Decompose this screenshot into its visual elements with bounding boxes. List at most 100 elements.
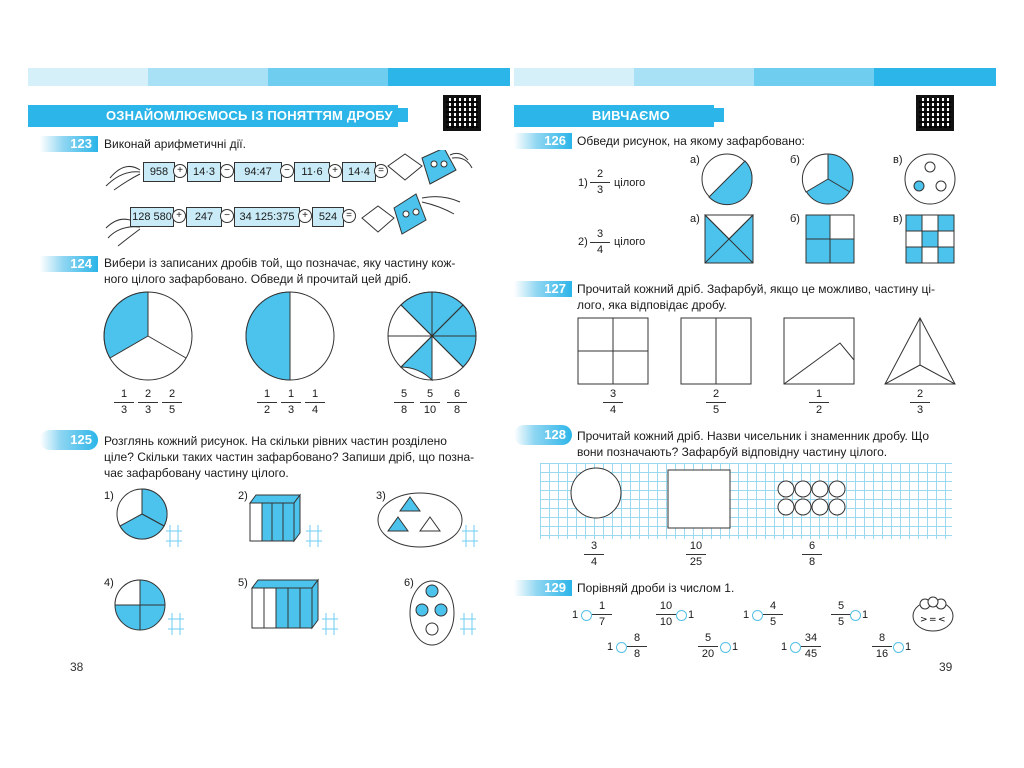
chain-value: 14·4 — [342, 162, 376, 182]
task-number-127: 127 — [514, 281, 572, 297]
chain-value: 524 — [312, 207, 344, 227]
chain-value: 34 125:375 — [234, 207, 300, 227]
compare-circle[interactable] — [790, 642, 801, 653]
fraction-word: цілого — [614, 236, 646, 248]
top-stripe — [388, 68, 510, 86]
top-stripe — [754, 68, 874, 86]
task-123-text: Виконай арифметичні дії. — [104, 137, 246, 151]
option-label: в) — [893, 154, 903, 166]
svg-text:<: < — [938, 615, 946, 625]
option-label: в) — [893, 213, 903, 225]
svg-text:>: > — [920, 615, 928, 625]
section-header-right: ВИВЧАЄМО ДРОБИ — [514, 105, 714, 145]
task-125-text-line3: чає зафарбовану частину цілого. — [104, 466, 289, 480]
compare-circle[interactable] — [850, 610, 861, 621]
header-end — [398, 108, 408, 122]
section-header-left: ОЗНАЙОМЛЮЄМОСЬ ІЗ ПОНЯТТЯМ ДРОБУ — [28, 105, 398, 127]
task-128-text-line2: вони позначають? Зафарбуй відповідну час… — [577, 445, 888, 459]
task-126-text: Обведи рисунок, на якому зафарбовано: — [577, 134, 805, 148]
figure-label: 2) — [238, 490, 248, 502]
task-127-figures — [577, 316, 956, 385]
task-128-figures — [570, 467, 846, 529]
compare-number: 1 — [607, 641, 614, 653]
compare-number: 1 — [743, 609, 750, 621]
task-125-text-line2: ціле? Скільки таких частин зафарбовано? … — [104, 450, 475, 464]
chain-value: 14·3 — [187, 162, 221, 182]
task-129-text: Порівняй дроби із числом 1. — [577, 581, 735, 595]
chain-value: 958 — [143, 162, 175, 182]
task-123-chains — [105, 150, 473, 247]
figure-label: 3) — [376, 490, 386, 502]
compare-number: 1 — [572, 609, 579, 621]
compare-circle[interactable] — [752, 610, 763, 621]
figure-label: 6) — [404, 577, 414, 589]
option-label: б) — [790, 213, 800, 225]
item-label: 1) — [578, 177, 588, 189]
task-number-128: 128 — [514, 425, 572, 445]
page-number-right: 39 — [939, 660, 953, 674]
qr-code-icon — [443, 95, 481, 131]
figure-label: 4) — [104, 577, 114, 589]
operator-circle: + — [328, 164, 342, 178]
task-127-text-line1: Прочитай кожний дріб. Зафарбуй, якщо це … — [577, 282, 936, 296]
compare-circle[interactable] — [893, 642, 904, 653]
task-number-123: 123 — [40, 136, 98, 152]
operator-circle: + — [172, 209, 186, 223]
compare-number: 1 — [781, 641, 788, 653]
compare-circle[interactable] — [581, 610, 592, 621]
top-stripe — [874, 68, 996, 86]
task-124-text-line2: ного цілого зафарбовано. Обведи й прочит… — [104, 272, 412, 286]
compare-circle[interactable] — [676, 610, 687, 621]
option-label: б) — [790, 154, 800, 166]
figure-label: 1) — [104, 490, 114, 502]
top-stripe — [28, 68, 148, 86]
operator-circle: = — [374, 164, 388, 178]
task-124-text-line1: Вибери із записаних дробів той, що позна… — [104, 256, 456, 270]
compare-number: 1 — [732, 641, 739, 653]
top-stripe — [268, 68, 388, 86]
operator-circle: + — [173, 164, 187, 178]
chain-value: 247 — [186, 207, 222, 227]
task-number-124: 124 — [40, 256, 98, 272]
top-stripe — [148, 68, 268, 86]
compare-circle[interactable] — [720, 642, 731, 653]
task-number-126: 126 — [514, 133, 572, 149]
task-124-circles — [103, 291, 477, 382]
compare-number: 1 — [905, 641, 912, 653]
svg-text:=: = — [929, 615, 937, 625]
operator-circle: − — [280, 164, 294, 178]
operator-circle: − — [220, 209, 234, 223]
page-number-left: 38 — [70, 660, 84, 674]
operator-circle: − — [220, 164, 234, 178]
task-125-figures — [114, 488, 478, 646]
task-number-125: 125 — [40, 430, 98, 450]
top-stripe — [634, 68, 754, 86]
robot-mascot-icon: > = < — [912, 596, 954, 632]
chain-value: 11·6 — [294, 162, 330, 182]
option-label: а) — [690, 213, 700, 225]
compare-circle[interactable] — [616, 642, 627, 653]
option-label: а) — [690, 154, 700, 166]
